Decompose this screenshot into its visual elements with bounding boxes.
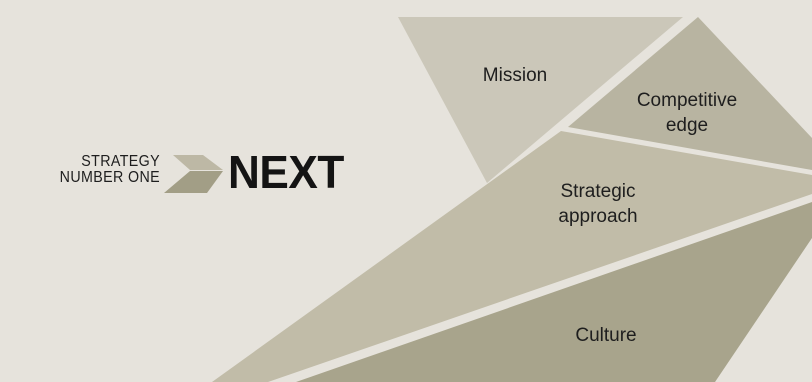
competitive-edge-label-line1: Competitive bbox=[636, 90, 738, 111]
mission-label: Mission bbox=[460, 63, 570, 88]
strategic-approach-segment bbox=[212, 131, 812, 382]
mission-segment bbox=[398, 17, 683, 183]
competitive-edge-segment bbox=[568, 17, 812, 170]
culture-segment bbox=[296, 202, 812, 382]
competitive-edge-label-line2: edge bbox=[665, 115, 709, 136]
culture-label-line1: Culture bbox=[575, 325, 637, 346]
brand-tagline-line2: NUMBER ONE bbox=[59, 169, 160, 186]
brand-logo-next: NEXT bbox=[228, 146, 344, 198]
mission-label-line1: Mission bbox=[482, 65, 548, 86]
brand-arrow-icon bbox=[164, 155, 223, 193]
competitive-edge-label: Competitive edge bbox=[622, 88, 752, 138]
strategic-approach-label-line1: Strategic bbox=[560, 181, 636, 202]
strategic-approach-label: Strategic approach bbox=[538, 179, 658, 229]
brand-tagline: STRATEGY NUMBER ONE bbox=[53, 154, 160, 186]
brand-tagline-line1: STRATEGY bbox=[81, 153, 160, 170]
culture-label: Culture bbox=[551, 323, 661, 348]
strategic-approach-label-line2: approach bbox=[558, 206, 638, 227]
